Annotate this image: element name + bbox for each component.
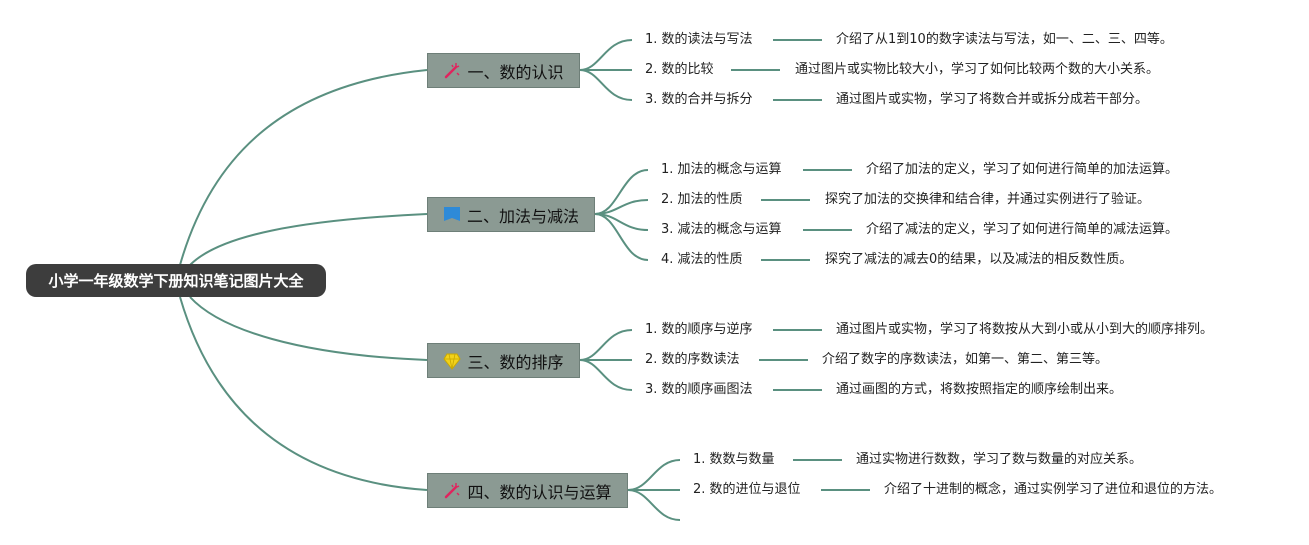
branch-title: 四、数的认识与运算 bbox=[467, 482, 612, 502]
leaf-description: 介绍了十进制的概念，通过实例学习了进位和退位的方法。 bbox=[884, 482, 1223, 497]
wand-icon bbox=[445, 482, 461, 498]
leaf-description: 通过图片或实物，学习了将数合并或拆分成若干部分。 bbox=[836, 92, 1149, 107]
branch-node-4[interactable]: 四、数的认识与运算 bbox=[427, 473, 628, 508]
leaf-label[interactable]: 2. 数的比较 bbox=[645, 62, 714, 77]
branch-title: 二、加法与减法 bbox=[466, 206, 579, 226]
branch-node-1[interactable]: 一、数的认识 bbox=[427, 53, 580, 88]
leaf-label[interactable]: 1. 数的顺序与逆序 bbox=[645, 322, 753, 337]
flag-icon bbox=[443, 206, 460, 221]
leaf-label[interactable]: 3. 减法的概念与运算 bbox=[661, 222, 782, 237]
branch-node-2[interactable]: 二、加法与减法 bbox=[427, 197, 595, 232]
leaf-label[interactable]: 1. 数数与数量 bbox=[693, 452, 775, 467]
branch-title: 三、数的排序 bbox=[467, 352, 564, 372]
wand-icon bbox=[445, 62, 461, 78]
leaf-description: 通过画图的方式，将数按照指定的顺序绘制出来。 bbox=[836, 382, 1123, 397]
diamond-icon bbox=[443, 353, 462, 370]
leaf-description: 探究了加法的交换律和结合律，并通过实例进行了验证。 bbox=[825, 192, 1151, 207]
leaf-description: 介绍了减法的定义，学习了如何进行简单的减法运算。 bbox=[866, 222, 1179, 237]
leaf-description: 通过实物进行数数，学习了数与数量的对应关系。 bbox=[856, 452, 1143, 467]
leaf-label[interactable]: 1. 加法的概念与运算 bbox=[661, 162, 782, 177]
leaf-label[interactable]: 4. 减法的性质 bbox=[661, 252, 743, 267]
leaf-label[interactable]: 2. 加法的性质 bbox=[661, 192, 743, 207]
root-node[interactable]: 小学一年级数学下册知识笔记图片大全 bbox=[26, 264, 326, 297]
root-title: 小学一年级数学下册知识笔记图片大全 bbox=[48, 272, 304, 290]
leaf-description: 介绍了从1到10的数字读法与写法，如一、二、三、四等。 bbox=[836, 32, 1173, 47]
leaf-label[interactable]: 1. 数的读法与写法 bbox=[645, 32, 753, 47]
leaf-description: 介绍了数字的序数读法，如第一、第二、第三等。 bbox=[822, 352, 1109, 367]
branch-node-3[interactable]: 三、数的排序 bbox=[427, 343, 580, 378]
leaf-label[interactable]: 2. 数的进位与退位 bbox=[693, 482, 801, 497]
leaf-label[interactable]: 3. 数的顺序画图法 bbox=[645, 382, 753, 397]
leaf-label[interactable]: 2. 数的序数读法 bbox=[645, 352, 740, 367]
branch-title: 一、数的认识 bbox=[467, 62, 564, 82]
leaf-description: 介绍了加法的定义，学习了如何进行简单的加法运算。 bbox=[866, 162, 1179, 177]
leaf-label[interactable]: 3. 数的合并与拆分 bbox=[645, 92, 753, 107]
leaf-description: 通过图片或实物比较大小，学习了如何比较两个数的大小关系。 bbox=[795, 62, 1160, 77]
leaf-description: 探究了减法的减去0的结果，以及减法的相反数性质。 bbox=[825, 252, 1133, 267]
leaf-description: 通过图片或实物，学习了将数按从大到小或从小到大的顺序排列。 bbox=[836, 322, 1214, 337]
